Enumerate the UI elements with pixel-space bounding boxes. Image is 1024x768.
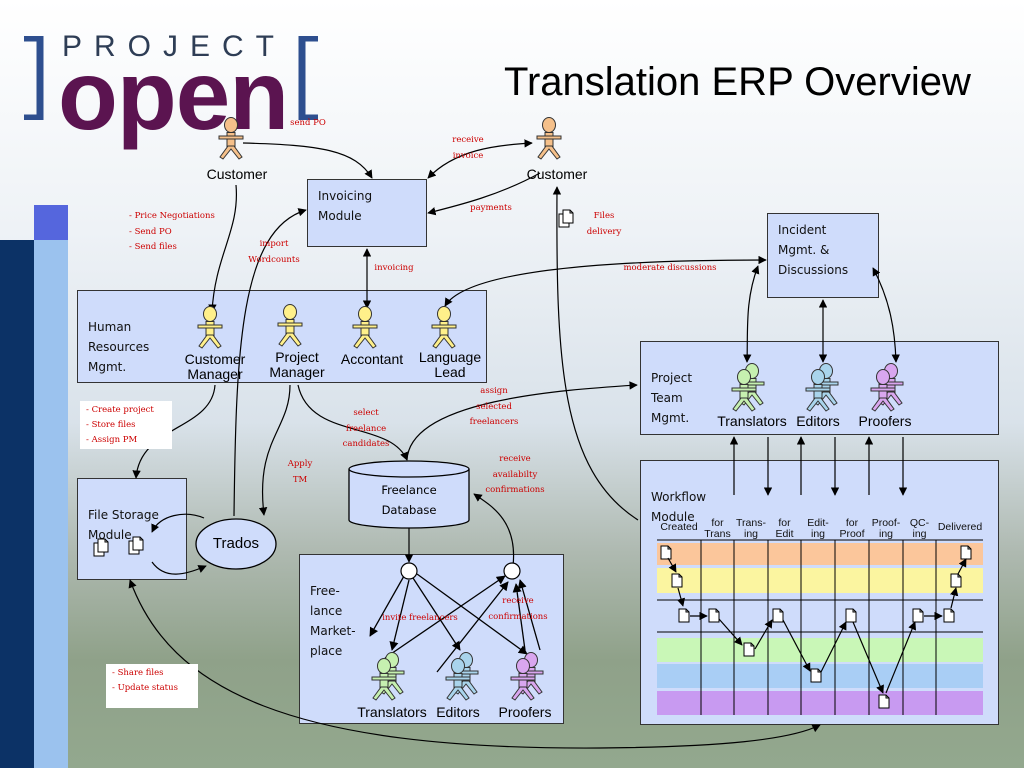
actor-pt-translators (731, 363, 765, 412)
flow-customer-tasks: - Price Negotiations - Send PO - Send fi… (129, 211, 215, 252)
logo-bracket-right (298, 36, 318, 120)
flow-receive-availability: receive availabilty confirmations (485, 454, 545, 495)
trados-ellipse (195, 518, 277, 570)
hr-module: Human Resources Mgmt. (77, 290, 487, 383)
left-accent-square (34, 205, 68, 240)
left-accent-bar-light (34, 240, 68, 768)
flow-assign-selected: assign selected freelancers (469, 386, 519, 427)
pt-workflow-arrows (729, 436, 908, 496)
actor-fm-translators (371, 652, 405, 701)
wf-col-editing: Edit- ing (807, 517, 829, 540)
wf-col-proofing: Proof- ing (871, 517, 901, 540)
actor-customer-manager (197, 306, 223, 349)
actor-customer-right (536, 117, 562, 160)
wf-col-qcing: QC- ing (909, 517, 930, 540)
flow-files-delivery: Files delivery (586, 211, 622, 237)
actor-pt-editors (805, 363, 839, 412)
language-lead-label: Language Lead (418, 349, 482, 380)
trados-label: Trados (212, 535, 260, 552)
actor-pt-proofers (870, 363, 904, 412)
logo-bracket-left (24, 36, 44, 120)
logo: PROJECT open (0, 0, 330, 150)
page-title: Translation ERP Overview (504, 60, 971, 104)
wf-col-created: Created (660, 521, 698, 533)
files-delivery-icon (559, 210, 573, 227)
invoicing-module: Invoicing Module (307, 179, 427, 247)
wf-col-for-edit: for Edit (775, 517, 794, 540)
customer-manager-label: Customer Manager (184, 351, 246, 382)
note-create-project: - Create project - Store files - Assign … (80, 401, 172, 449)
pt-translators-label: Translators (717, 413, 787, 429)
workflow-label: Workflow Module (651, 490, 707, 524)
actor-customer-left (218, 117, 244, 160)
flow-moderate-discussions: moderate discussions (623, 263, 717, 273)
flow-apply-tm: Apply TM (287, 459, 313, 485)
wf-col-transing: Trans- ing (736, 517, 766, 540)
fm-editors-label: Editors (436, 704, 480, 720)
workflow-grid (657, 539, 983, 715)
file-storage-docs (94, 537, 143, 556)
marketplace-arrows (369, 573, 541, 673)
customer-right-label: Customer (526, 166, 588, 182)
actor-accountant (352, 306, 378, 349)
file-storage-label: File Storage Module (88, 508, 159, 542)
actor-language-lead (431, 306, 457, 349)
accountant-label: Accontant (340, 351, 404, 367)
pt-proofers-label: Proofers (858, 413, 912, 429)
logo-project-text: PROJECT (62, 30, 287, 63)
workflow-lane-orange (657, 543, 983, 565)
flow-invoicing: invoicing (374, 263, 414, 273)
hr-module-label: Human Resources Mgmt. (88, 320, 150, 374)
pt-editors-label: Editors (796, 413, 840, 429)
left-accent-bar-dark (0, 240, 34, 768)
flow-arrows (128, 139, 900, 749)
note-share-files: - Share files - Update status (106, 664, 198, 708)
wf-col-for-proof: for Proof (839, 517, 865, 540)
project-team-label: Project Team Mgmt. (651, 371, 693, 425)
fm-proofers-label: Proofers (498, 704, 552, 720)
flow-receive-invoice: receive invoice (452, 135, 484, 161)
flow-payments: payments (470, 203, 512, 213)
freelance-db-cylinder (348, 460, 470, 529)
flow-import-wordcounts: import Wordcounts (248, 239, 300, 265)
logo-open-text: open (58, 40, 289, 150)
customer-left-label: Customer (206, 166, 268, 182)
file-storage-module: File Storage Module (77, 478, 187, 580)
workflow-documents (660, 545, 972, 709)
wf-col-delivered: Delivered (937, 521, 983, 533)
marketplace-node-right (503, 562, 521, 580)
actor-project-manager (277, 304, 303, 347)
actor-fm-editors (445, 652, 479, 701)
project-manager-label: Project Manager (269, 349, 325, 380)
actor-fm-proofers (510, 652, 544, 701)
freelance-db-label: Freelance Database (381, 483, 437, 517)
flow-select-candidates: select freelance candidates (342, 408, 390, 449)
flow-receive-confirmations: receive confirmations (488, 596, 548, 622)
flow-invite-freelancers: invite freelancers (382, 613, 458, 623)
flow-send-po: send PO (290, 118, 326, 128)
marketplace-node-left (400, 562, 418, 580)
wf-col-for-trans: for Trans (704, 517, 731, 540)
incident-module: Incident Mgmt. & Discussions (767, 213, 879, 298)
fm-translators-label: Translators (357, 704, 427, 720)
